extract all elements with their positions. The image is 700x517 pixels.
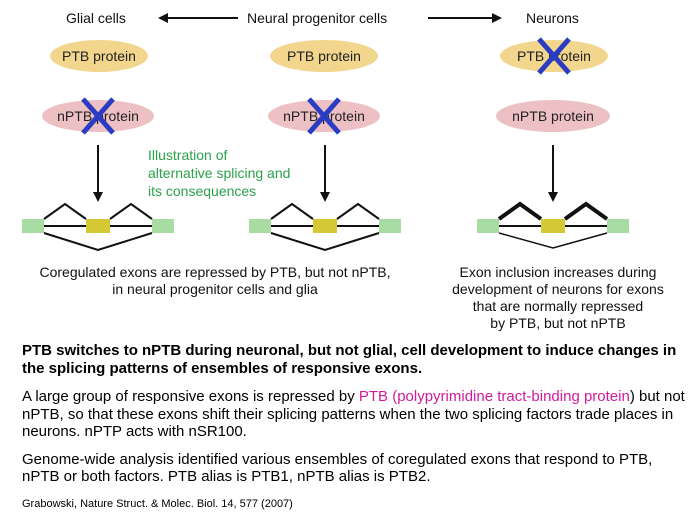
nptb-protein-neurons: nPTB protein <box>496 100 610 132</box>
headline: PTB switches to nPTB during neuronal, bu… <box>22 342 677 377</box>
cross-mark-icon <box>81 97 115 135</box>
paragraph-2: Genome-wide analysis identified various … <box>22 450 653 486</box>
paragraph-1-end: ) but not nPTB, so that these exons shif… <box>22 388 685 440</box>
ptb-protein-label: PTB protein <box>62 48 136 64</box>
caption-right: Exon inclusion increases during developm… <box>452 264 664 331</box>
caption-left: Coregulated exons are repressed by PTB, … <box>39 264 391 297</box>
diagram-graphics <box>22 13 629 252</box>
ptb-protein-progenitor: PTB protein <box>270 40 378 72</box>
neural-progenitor-cells-label: Neural progenitor cells <box>247 10 388 26</box>
illustration-annotation: Illustration of alternative splicing and… <box>148 147 291 199</box>
splicing-pattern-middle <box>249 202 401 252</box>
nptb-protein-label: nPTB protein <box>512 108 594 124</box>
ptb-definition-highlight: PTB (polypyrimidine tract-binding protei… <box>358 388 630 405</box>
paragraph-1-start: A large group of responsive exons is rep… <box>22 388 359 405</box>
cross-mark-icon <box>537 37 571 75</box>
nptb-protein-glial: nPTB protein <box>42 97 154 135</box>
nptb-protein-progenitor: nPTB protein <box>268 97 380 135</box>
ptb-protein-label: PTB protein <box>287 48 361 64</box>
glial-cells-label: Glial cells <box>66 10 126 26</box>
neurons-label: Neurons <box>526 10 579 26</box>
ptb-protein-neurons: PTB protein <box>500 37 608 75</box>
paragraph-1: A large group of responsive exons is rep… <box>22 388 692 441</box>
splicing-pattern-left <box>22 202 174 252</box>
body-text: PTB switches to nPTB during neuronal, bu… <box>22 342 692 510</box>
cross-mark-icon <box>307 97 341 135</box>
ptb-protein-glial: PTB protein <box>50 40 148 72</box>
splicing-diagram: Glial cells Neural progenitor cells Neur… <box>22 10 664 331</box>
citation: Grabowski, Nature Struct. & Molec. Biol.… <box>22 497 293 510</box>
splicing-pattern-right <box>477 201 629 249</box>
